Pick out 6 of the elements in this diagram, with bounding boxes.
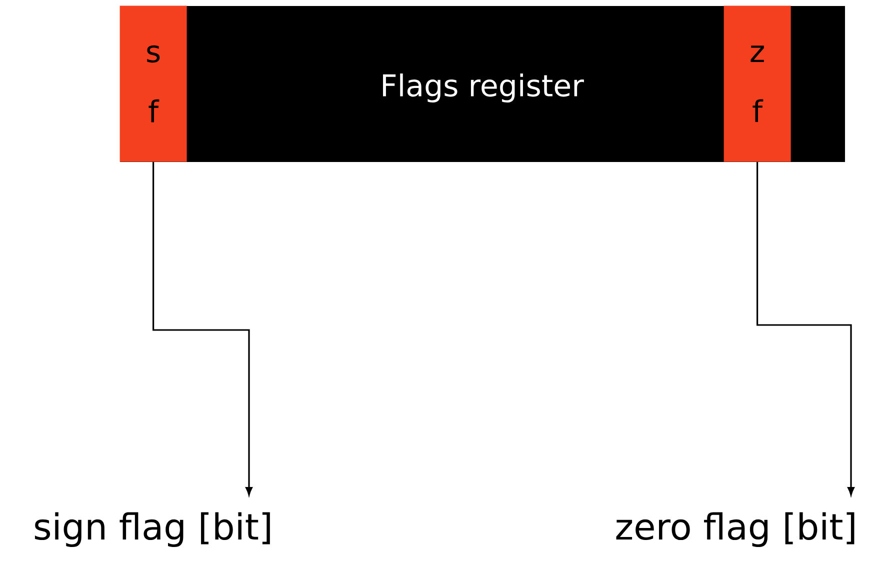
- arrow: [152, 162, 252, 496]
- flag-cell: z f: [724, 6, 791, 162]
- arrow: [756, 162, 854, 496]
- flag-cell: s f: [120, 6, 187, 162]
- flag-label: zero flag [bit]: [616, 512, 854, 548]
- flag-label: sign flag [bit]: [34, 512, 270, 548]
